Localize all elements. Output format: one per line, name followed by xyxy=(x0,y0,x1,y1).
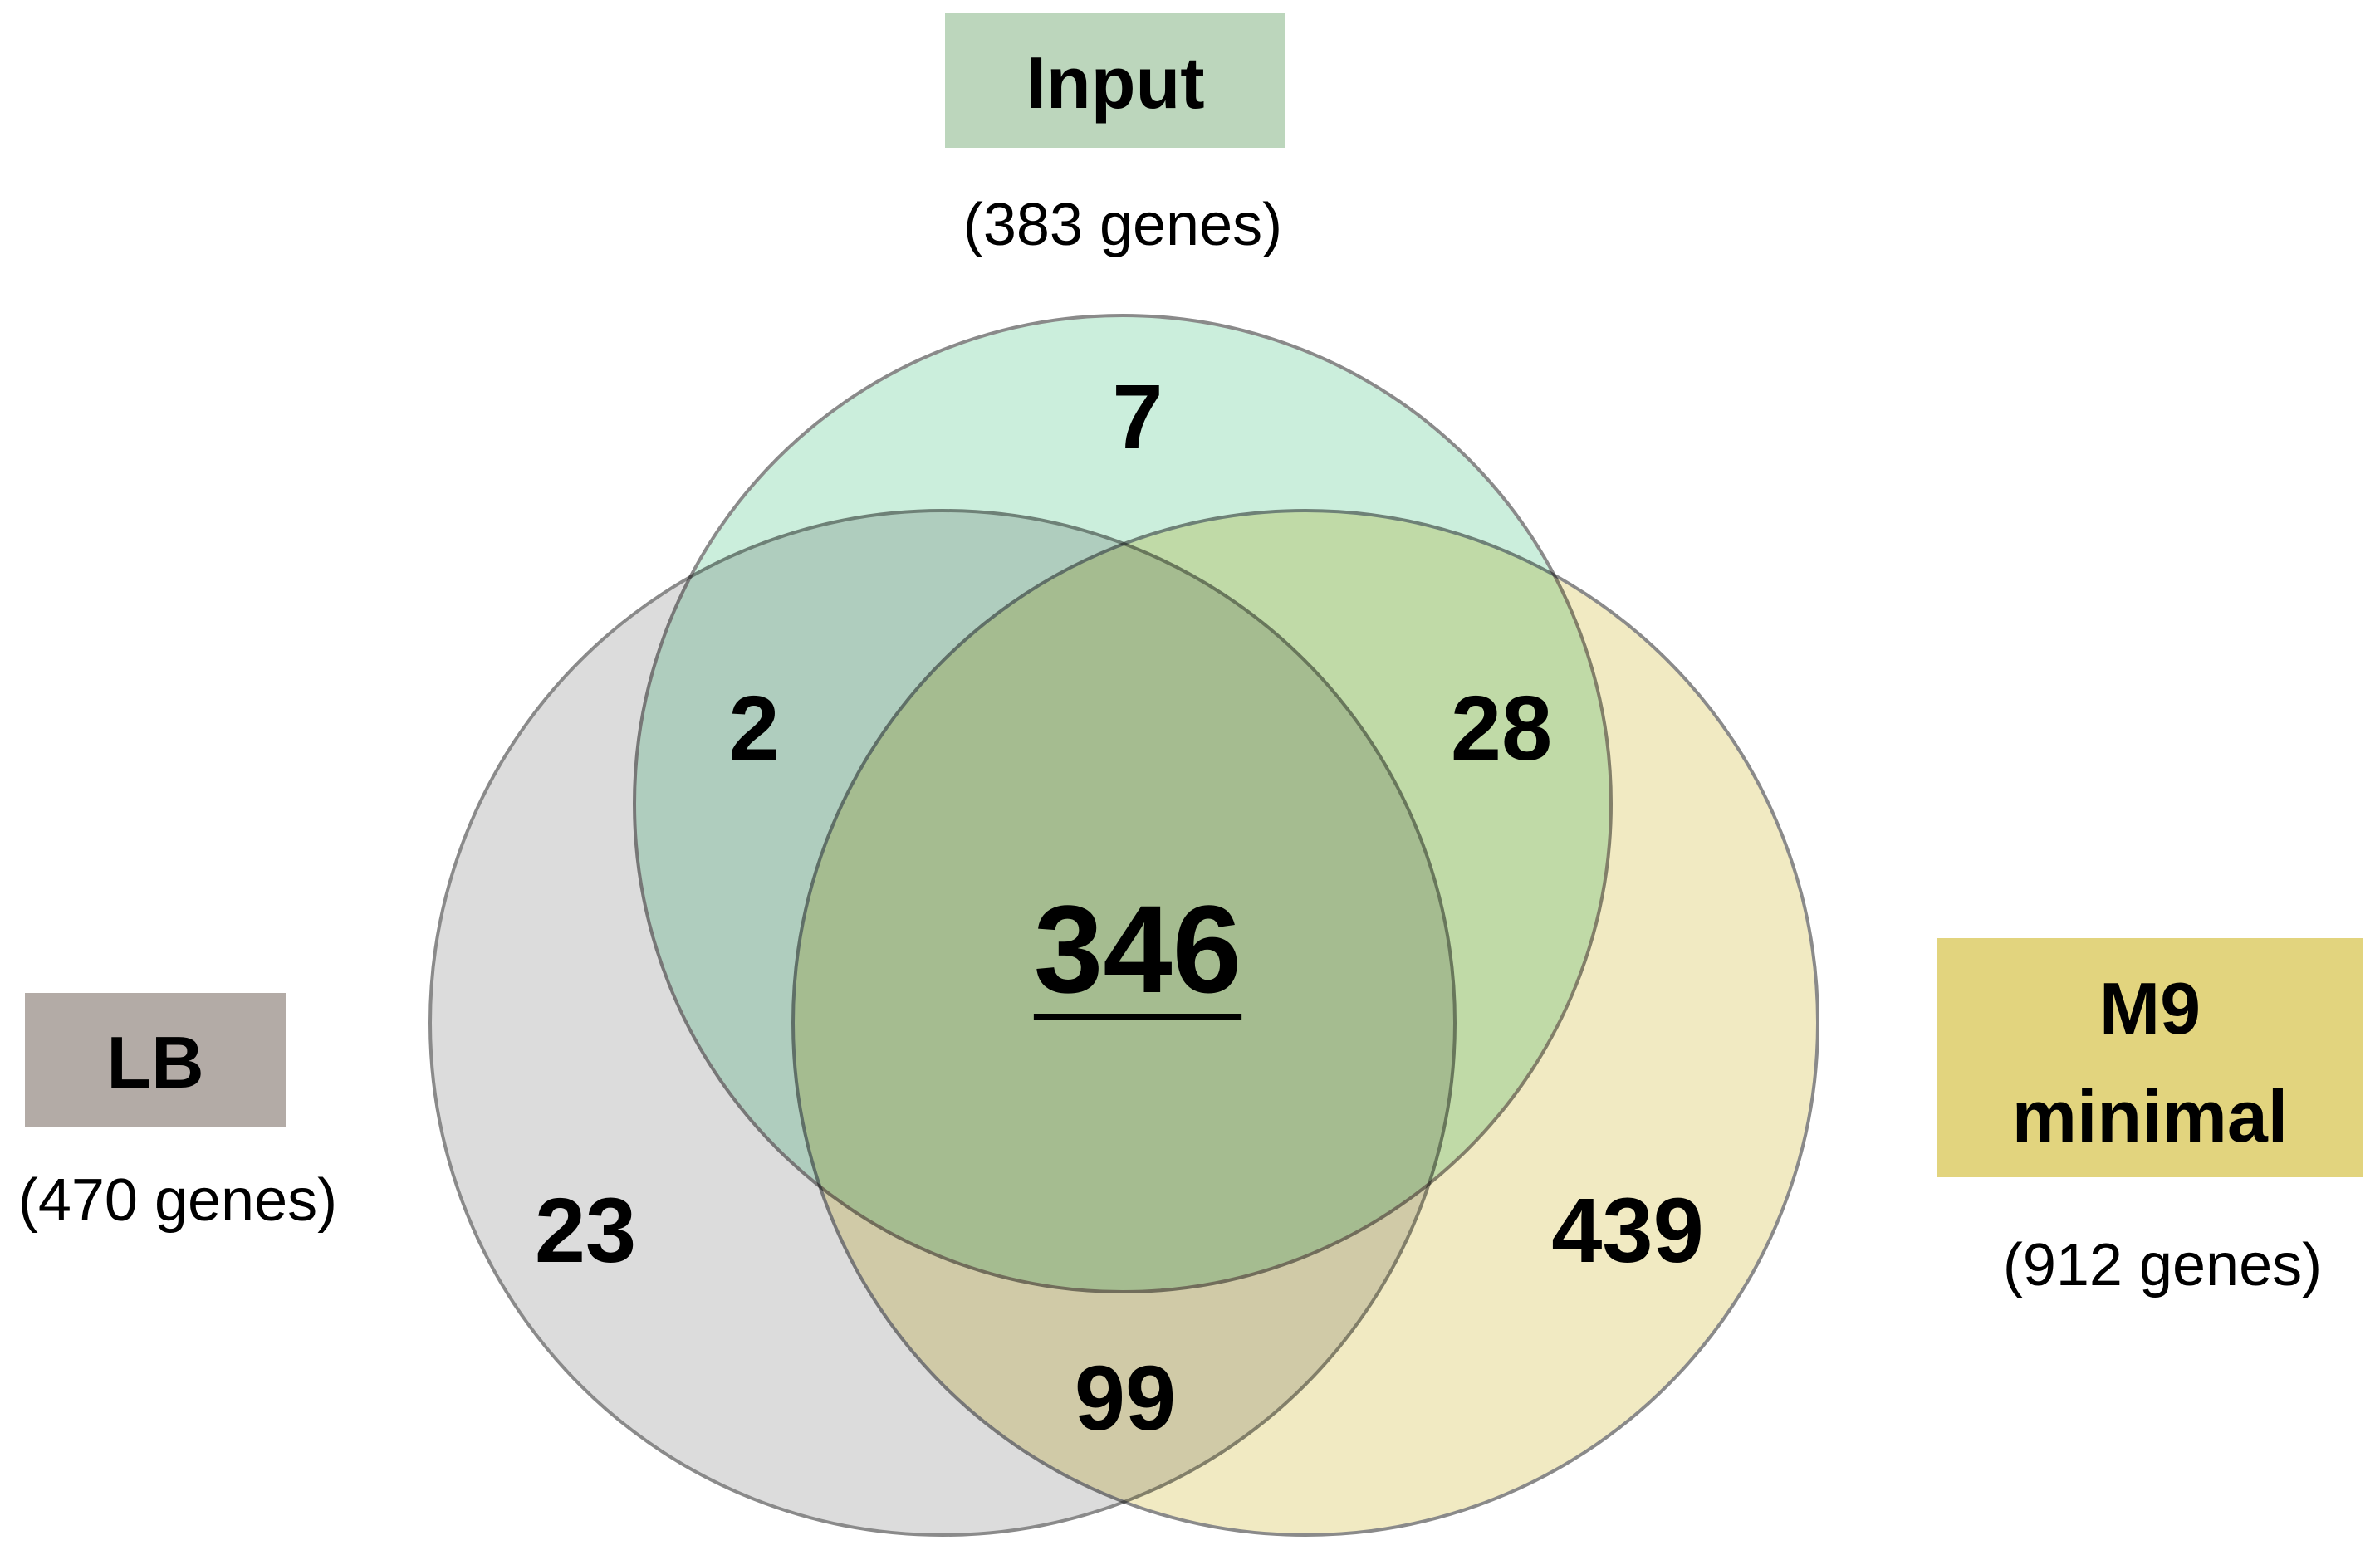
set-label-box-input xyxy=(945,13,1285,148)
region-count-input-m9: 28 xyxy=(1451,677,1552,780)
region-labels: 7 2 28 346 23 439 99 xyxy=(535,366,1704,1450)
set-total-lb: (470 genes) xyxy=(18,1167,337,1234)
set-name-m9-line-1: M9 xyxy=(2099,967,2201,1049)
set-total-m9: (912 genes) xyxy=(2003,1232,2322,1298)
set-label-box-m9 xyxy=(1937,938,2363,1177)
set-total-input: (383 genes) xyxy=(963,192,1282,258)
venn-circles xyxy=(428,314,1819,1537)
set-name-m9-line-2: minimal xyxy=(2012,1075,2289,1157)
circle-input xyxy=(633,314,1613,1293)
set-labels: Input (383 genes) LB (470 genes) M9 minimal (9… xyxy=(18,13,2363,1298)
set-name-lb: LB xyxy=(106,1021,203,1103)
region-count-input-lb: 2 xyxy=(728,677,779,780)
set-name-input: Input xyxy=(1026,42,1204,124)
region-count-lb-only: 23 xyxy=(535,1180,636,1282)
set-label-box-lb xyxy=(25,993,286,1127)
region-count-m9-only: 439 xyxy=(1551,1180,1704,1282)
region-count-input-only: 7 xyxy=(1112,366,1163,468)
region-count-all: 346 xyxy=(1034,879,1241,1019)
region-count-lb-m9: 99 xyxy=(1075,1347,1176,1450)
